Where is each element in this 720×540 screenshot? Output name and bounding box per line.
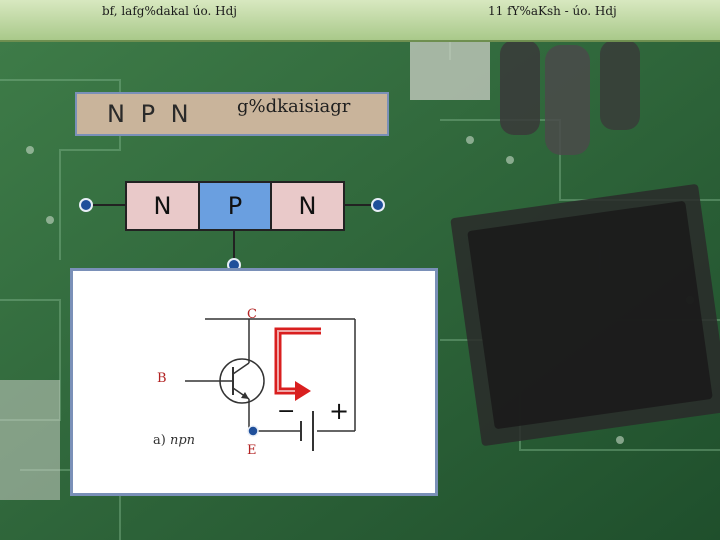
circuit-panel: C B E − + a) npn [70, 268, 438, 496]
current-arrow-head-icon [295, 381, 311, 401]
header-bar: bf, lafg%dakal úo. Hdj 11 fY%aKsh - úo. … [0, 0, 720, 42]
current-flow-arrow [274, 327, 321, 395]
emitter-arrow-icon [241, 392, 249, 399]
collector-leg [232, 362, 250, 375]
emitter-node-icon [247, 425, 259, 437]
n-region-right: N [270, 181, 345, 231]
title-subtitle: g%dkaisiagr [237, 96, 351, 117]
title-box: N P N g%dkaisiagr [75, 92, 389, 136]
current-flow-arrow-highlight [277, 330, 321, 392]
collector-label: C [247, 307, 257, 322]
battery-plus-sign: + [329, 397, 350, 425]
base-label: B [157, 371, 167, 386]
emitter-terminal-icon [79, 198, 93, 212]
n-region-left: N [125, 181, 200, 231]
collector-terminal-icon [371, 198, 385, 212]
caption-prefix: a) [153, 433, 166, 448]
caption-npn: npn [169, 433, 196, 448]
circuit-schematic [185, 318, 356, 451]
header-right-text: 11 fY%aKsh - úo. Hdj [488, 4, 617, 18]
npn-title: N P N [107, 100, 193, 128]
p-region: P [198, 181, 272, 231]
emitter-label: E [247, 443, 257, 458]
battery-minus-sign: − [277, 399, 296, 424]
circuit-caption: a) npn [153, 433, 195, 448]
header-left-text: bf, lafg%dakal úo. Hdj [102, 4, 237, 18]
